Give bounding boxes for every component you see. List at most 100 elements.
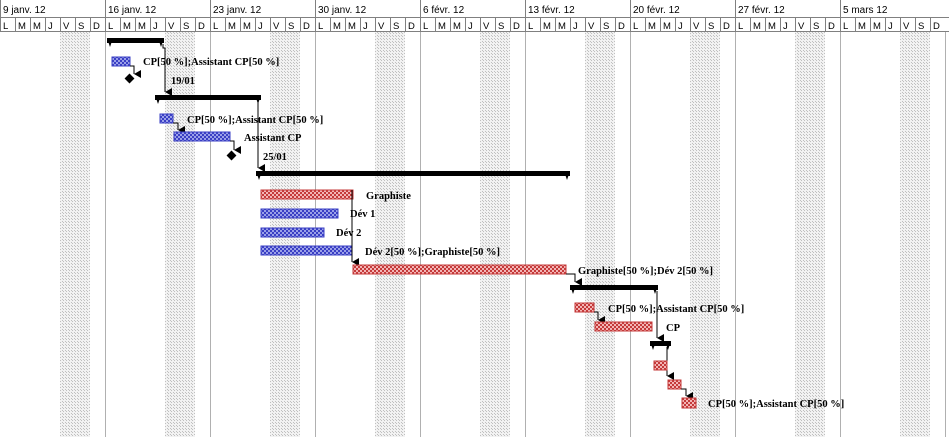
day-label: L xyxy=(423,21,428,32)
summary-bar-2[interactable] xyxy=(155,95,261,104)
day-label: D xyxy=(93,21,100,32)
task-cp-assistant-2-resource-label: CP[50 %];Assistant CP[50 %] xyxy=(608,304,744,315)
task-graphiste-resource-label: Graphiste xyxy=(366,191,411,202)
task-cp-resource-label: CP xyxy=(666,323,681,334)
day-label: V xyxy=(378,21,385,32)
task-bar-5[interactable] xyxy=(173,131,231,142)
day-label: L xyxy=(528,21,533,32)
week-label: 6 févr. 12 xyxy=(423,5,465,16)
day-label: L xyxy=(3,21,8,32)
day-label: M xyxy=(438,21,446,32)
day-label: D xyxy=(933,21,940,32)
day-label: M xyxy=(348,21,356,32)
task-bar-graphiste[interactable] xyxy=(260,189,354,200)
week-label: 16 janv. 12 xyxy=(108,5,157,16)
task-dev1-resource-label: Dév 1 xyxy=(350,209,375,220)
summary-bar-1[interactable] xyxy=(107,38,164,47)
task-bar-small-2[interactable] xyxy=(667,379,682,390)
day-label: V xyxy=(483,21,490,32)
day-label: S xyxy=(813,21,819,32)
day-label: L xyxy=(738,21,743,32)
day-label: D xyxy=(408,21,415,32)
day-label: M xyxy=(138,21,146,32)
day-label: D xyxy=(513,21,520,32)
day-label: J xyxy=(363,21,368,32)
day-label: M xyxy=(333,21,341,32)
day-label: S xyxy=(918,21,924,32)
day-label: J xyxy=(468,21,473,32)
day-label: M xyxy=(33,21,41,32)
day-label: M xyxy=(543,21,551,32)
day-label: M xyxy=(228,21,236,32)
day-label: L xyxy=(633,21,638,32)
day-label: J xyxy=(678,21,683,32)
day-label: J xyxy=(573,21,578,32)
day-label: J xyxy=(783,21,788,32)
task-dev2-graphiste-resource-label: Dév 2[50 %];Graphiste[50 %] xyxy=(365,247,500,258)
milestone-2-date-label: 25/01 xyxy=(263,152,287,163)
task-4-resource-label: CP[50 %];Assistant CP[50 %] xyxy=(187,115,323,126)
task-bar-1[interactable] xyxy=(111,56,131,67)
day-label: M xyxy=(453,21,461,32)
day-label: V xyxy=(588,21,595,32)
day-label: V xyxy=(903,21,910,32)
day-label: M xyxy=(648,21,656,32)
milestone-1-date-label: 19/01 xyxy=(171,76,195,87)
day-label: J xyxy=(258,21,263,32)
task-dev2-resource-label: Dév 2 xyxy=(336,228,361,239)
day-label: D xyxy=(828,21,835,32)
milestone-19-01[interactable] xyxy=(124,73,135,84)
week-label: 20 févr. 12 xyxy=(633,5,680,16)
day-label: S xyxy=(708,21,714,32)
day-label: S xyxy=(498,21,504,32)
week-label: 23 janv. 12 xyxy=(213,5,262,16)
task-bar-small-1[interactable] xyxy=(653,360,668,371)
day-label: L xyxy=(108,21,113,32)
week-label: 9 janv. 12 xyxy=(3,5,46,16)
task-bar-graphiste-dev2[interactable] xyxy=(352,264,567,275)
summary-bar-5[interactable] xyxy=(650,341,671,350)
task-bar-small-3[interactable] xyxy=(681,397,697,409)
day-label: V xyxy=(63,21,70,32)
day-label: D xyxy=(618,21,625,32)
day-label: V xyxy=(798,21,805,32)
task-bar-dev1[interactable] xyxy=(260,208,339,219)
weekend-shading xyxy=(60,32,930,437)
day-label: L xyxy=(318,21,323,32)
task-cp-assistant-3-resource-label: CP[50 %];Assistant CP[50 %] xyxy=(708,399,844,410)
day-label: S xyxy=(603,21,609,32)
task-1-resource-label: CP[50 %];Assistant CP[50 %] xyxy=(143,57,279,68)
task-bar-dev2[interactable] xyxy=(260,227,325,238)
day-label: J xyxy=(48,21,53,32)
task-5-resource-label: Assistant CP xyxy=(244,133,302,144)
day-label: S xyxy=(393,21,399,32)
day-label: D xyxy=(723,21,730,32)
task-bar-dev2-graphiste[interactable] xyxy=(260,245,353,256)
day-label: M xyxy=(558,21,566,32)
summary-bar-3[interactable] xyxy=(256,171,570,180)
day-label: D xyxy=(198,21,205,32)
day-label: V xyxy=(273,21,280,32)
task-bar-4[interactable] xyxy=(159,113,174,124)
week-label: 13 févr. 12 xyxy=(528,5,575,16)
day-label: J xyxy=(153,21,158,32)
task-bar-cp[interactable] xyxy=(594,321,653,332)
day-label: V xyxy=(168,21,175,32)
day-label: M xyxy=(858,21,866,32)
day-label: D xyxy=(303,21,310,32)
day-label: M xyxy=(663,21,671,32)
day-label: M xyxy=(873,21,881,32)
day-label: M xyxy=(243,21,251,32)
day-label: M xyxy=(123,21,131,32)
day-label: J xyxy=(888,21,893,32)
day-label: V xyxy=(693,21,700,32)
day-label: L xyxy=(843,21,848,32)
summary-bar-4[interactable] xyxy=(570,285,658,294)
milestone-25-01[interactable] xyxy=(226,150,237,161)
day-label: S xyxy=(288,21,294,32)
task-bar-cp-assistant-2[interactable] xyxy=(574,302,595,313)
week-label: 5 mars 12 xyxy=(843,5,888,16)
day-label: M xyxy=(768,21,776,32)
